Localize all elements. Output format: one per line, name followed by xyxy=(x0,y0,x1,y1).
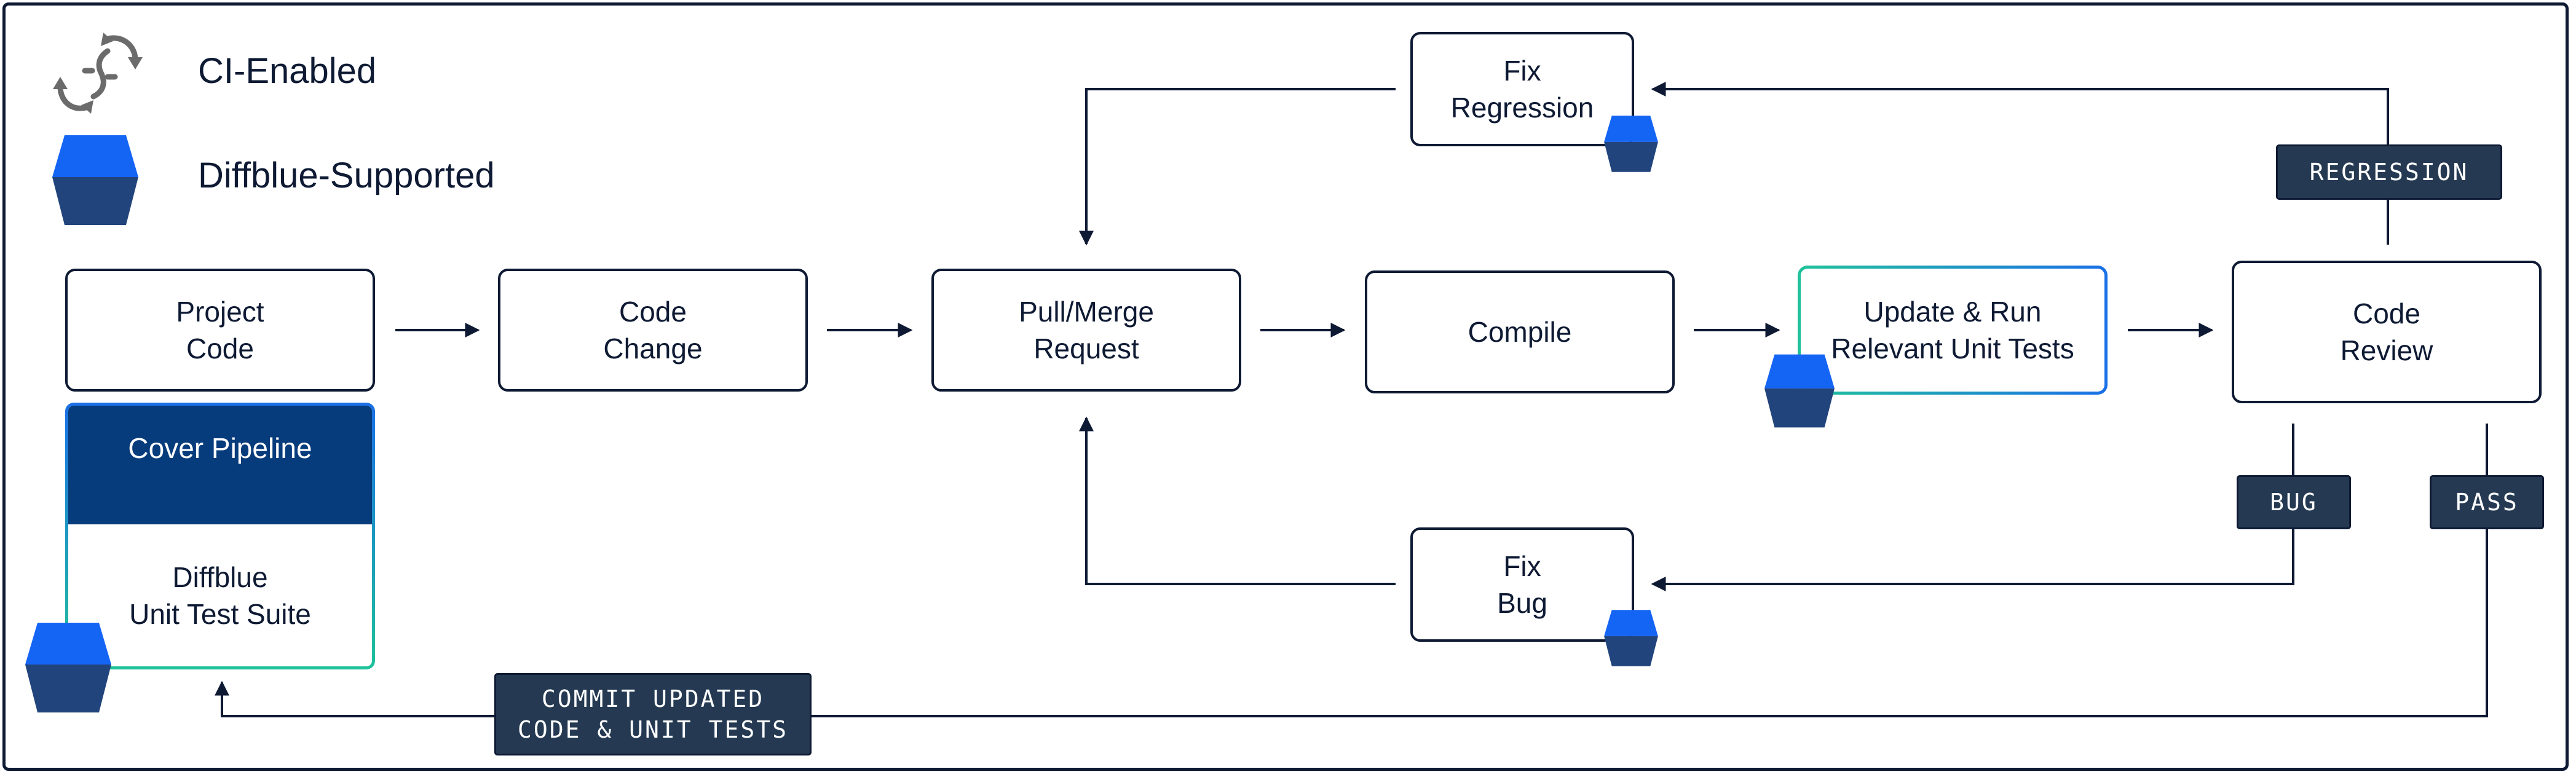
node-project-code: Project Code xyxy=(65,269,375,392)
blue-hexagon-icon xyxy=(1604,116,1658,172)
node-compile: Compile xyxy=(1365,270,1675,393)
node-code-change: Code Change xyxy=(498,269,808,392)
blue-hexagon-icon xyxy=(1604,610,1658,666)
arrow-pass-to-suite xyxy=(215,424,2488,717)
cover-pipeline-title: Cover Pipeline xyxy=(68,406,372,524)
cycle-arrows-icon xyxy=(53,33,143,114)
blue-hexagon-icon xyxy=(25,623,111,712)
cover-pipeline-body: Diffblue Unit Test Suite xyxy=(129,561,311,630)
node-pull-merge-request: Pull/Merge Request xyxy=(931,269,1241,392)
tag-bug: BUG xyxy=(2237,475,2351,529)
node-fix-bug: Fix Bug xyxy=(1410,527,1634,642)
blue-hexagon-icon xyxy=(1764,354,1835,428)
cover-pipeline-box: Cover Pipeline Diffblue Unit Test Suite xyxy=(65,403,375,669)
tag-regression: REGRESSION xyxy=(2276,144,2502,200)
node-fix-regression: Fix Regression xyxy=(1410,32,1634,146)
node-update-run-tests: Update & Run Relevant Unit Tests xyxy=(1798,266,2108,395)
arrow-review-to-fix-bug xyxy=(1651,424,2294,591)
node-code-review: Code Review xyxy=(2232,261,2542,403)
arrow-fix-regression-to-pr xyxy=(1079,88,1396,246)
tag-commit-updated: COMMIT UPDATED CODE & UNIT TESTS xyxy=(494,673,812,755)
legend-ci-label: CI-Enabled xyxy=(198,51,377,91)
arrow-fix-bug-to-pr xyxy=(1079,416,1396,585)
tag-pass: PASS xyxy=(2430,475,2544,529)
blue-hexagon-icon xyxy=(52,135,138,225)
legend-diffblue-label: Diffblue-Supported xyxy=(198,156,495,195)
